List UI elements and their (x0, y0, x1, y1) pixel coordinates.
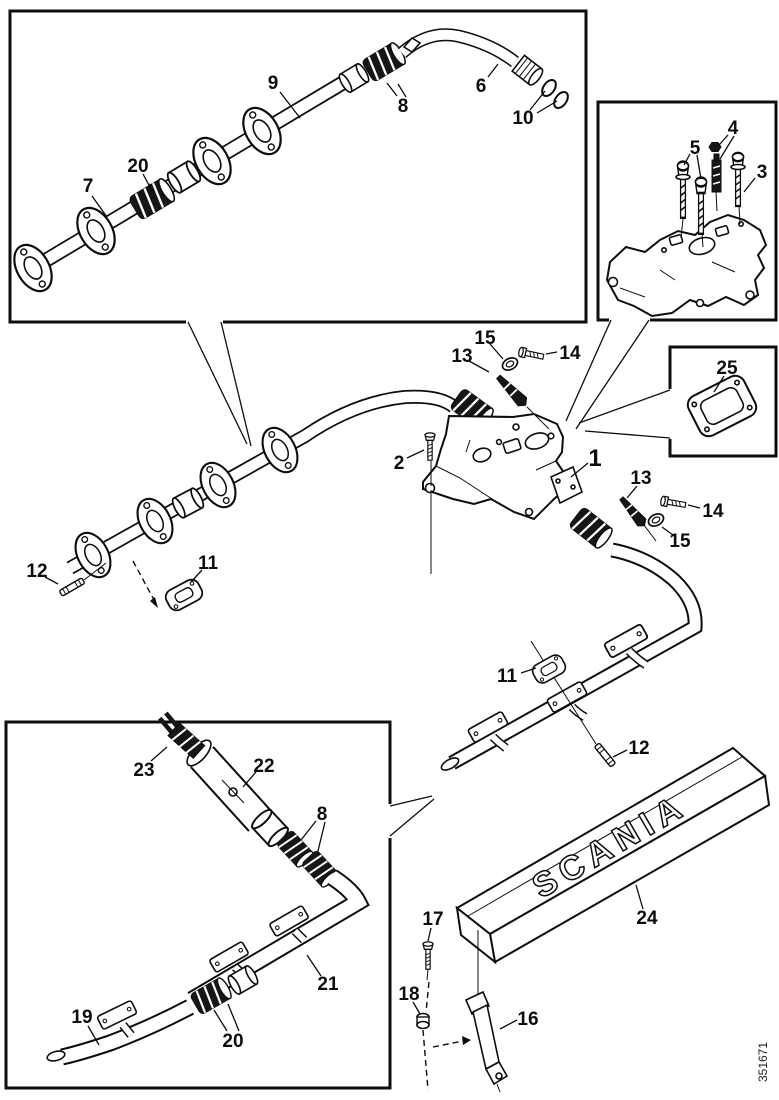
bracket-16 (464, 990, 509, 1093)
bolt-14 (659, 495, 687, 511)
pin-13 (493, 372, 531, 410)
callouts: 9 8 6 10 20 7 5 4 3 15 13 14 25 2 1 13 1… (26, 73, 767, 1052)
bellows-coupling (567, 505, 616, 552)
bracket-1-casting (422, 412, 569, 521)
drawing-number: 351671 (756, 1042, 770, 1082)
callout-13b: 13 (630, 468, 651, 489)
bracket-casting (605, 213, 768, 318)
stud-12 (58, 577, 86, 597)
threaded-connector (511, 54, 544, 86)
callout-6: 6 (476, 76, 487, 97)
clamp-23 (158, 711, 181, 735)
callout-11b: 11 (497, 666, 518, 687)
callout-19: 19 (71, 1007, 92, 1028)
leader-lines (91, 63, 558, 218)
callout-23: 23 (133, 760, 154, 781)
callout-12: 12 (26, 561, 47, 582)
inset-box-upper-pipe (5, 9, 588, 324)
pin-13 (616, 494, 650, 530)
leader-lines (683, 134, 756, 193)
leader-lines (412, 927, 518, 1030)
port-pad (545, 680, 589, 714)
pipe-end (440, 757, 460, 771)
callout-1: 1 (588, 445, 601, 472)
washer (730, 163, 746, 171)
flange (67, 525, 119, 585)
nut-4 (708, 142, 722, 152)
callout-5: 5 (690, 138, 701, 159)
spacer-15 (645, 510, 667, 530)
inset-box-bracket-hardware (596, 100, 778, 322)
leader-lines (520, 667, 628, 758)
callout-9: 9 (268, 73, 279, 94)
callout-14b: 14 (702, 501, 724, 522)
callout-4: 4 (728, 118, 739, 139)
gasket-11 (529, 651, 569, 687)
callout-15: 15 (474, 328, 496, 349)
callout-17: 17 (422, 909, 443, 930)
callout-14: 14 (559, 343, 581, 364)
flange (254, 420, 306, 480)
callout-25: 25 (716, 358, 738, 379)
stud-axis-line (530, 640, 597, 745)
stud-12 (593, 742, 617, 768)
callout-22: 22 (253, 756, 274, 777)
detail-pointer-wedges (186, 316, 674, 447)
leader-lines (87, 746, 326, 1046)
leader-lines (44, 569, 203, 585)
connecting-pipe-22 (167, 722, 272, 832)
bolt-14 (517, 346, 545, 363)
callout-20: 20 (127, 156, 148, 177)
callout-21: 21 (317, 974, 339, 995)
callout-15b: 15 (669, 531, 691, 552)
heat-shield-24: SCANIA (455, 746, 771, 965)
leader-lines (406, 343, 701, 536)
callout-2: 2 (394, 453, 405, 474)
callout-12b: 12 (628, 738, 649, 759)
stud-4 (711, 153, 722, 193)
manifold-pipe-19 (46, 999, 194, 1066)
inset-box-gasket-25 (668, 345, 778, 458)
washer (675, 173, 691, 181)
main-bracket-assembly (406, 343, 701, 574)
callout-3: 3 (757, 162, 768, 183)
mounting-flange-plate (550, 465, 583, 505)
gasket-11 (162, 575, 206, 615)
callout-11: 11 (198, 553, 219, 574)
spacer-18 (416, 1012, 430, 1030)
inset-box-lower-pipe (4, 711, 435, 1090)
main-upper-manifold (44, 389, 459, 615)
elbow-pipe-6 (397, 28, 520, 68)
callout-16: 16 (517, 1009, 538, 1030)
callout-24: 24 (636, 908, 658, 929)
gasket-25 (686, 374, 758, 438)
spacer-15 (499, 354, 521, 374)
callout-18: 18 (398, 984, 419, 1005)
callout-8b: 8 (317, 804, 328, 825)
bolt-2 (424, 432, 436, 461)
leader-line (713, 375, 725, 393)
main-lower-manifold (440, 542, 703, 771)
callout-13: 13 (451, 346, 472, 367)
leader-line (635, 884, 644, 910)
callout-10: 10 (512, 108, 533, 129)
callout-8: 8 (398, 96, 409, 117)
shield-bracket-group (412, 927, 518, 1093)
callout-7: 7 (83, 176, 94, 197)
callout-20b: 20 (222, 1031, 243, 1052)
bolt-17 (422, 941, 434, 970)
